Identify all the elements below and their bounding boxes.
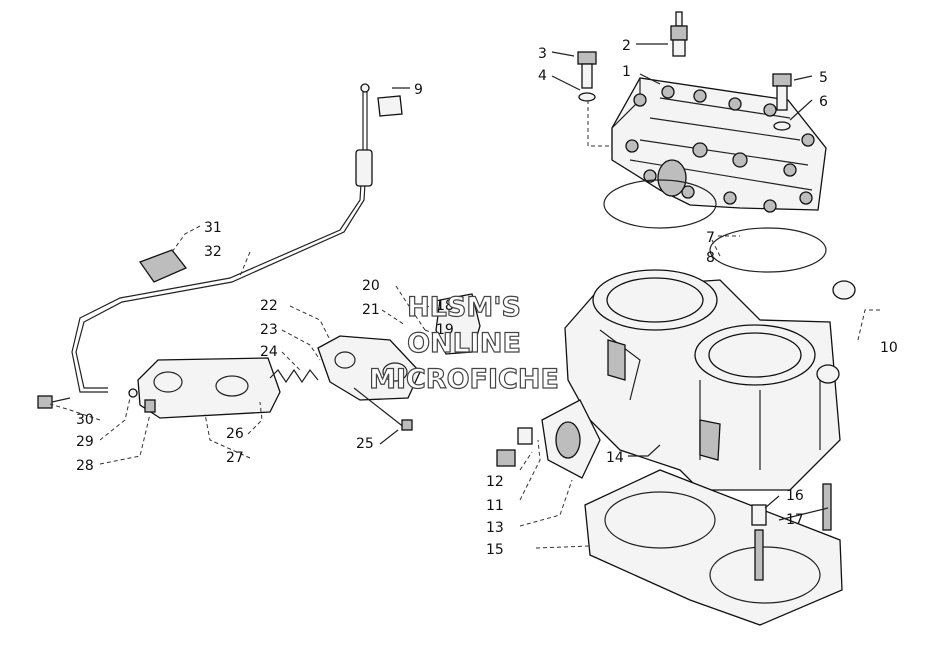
leader-lines (49, 43, 880, 549)
callout-19: 19 (436, 322, 454, 338)
callout-17: 17 (786, 512, 804, 528)
stud (822, 483, 832, 531)
cable-clip (377, 95, 403, 117)
base-gasket (584, 469, 843, 626)
callout-24: 24 (260, 344, 278, 360)
nut (816, 280, 856, 384)
callout-32: 32 (204, 244, 222, 260)
long-bolt (353, 387, 413, 431)
callout-18: 18 (436, 298, 454, 314)
watermark: HLSM'S ONLINE MICROFICHE (368, 291, 559, 395)
callout-10: 10 (880, 340, 898, 356)
bleed-fitting (496, 427, 533, 467)
callout-1: 1 (622, 64, 631, 80)
dowel-pin (751, 504, 767, 581)
callout-11: 11 (486, 498, 504, 514)
callout-4: 4 (538, 68, 547, 84)
watermark-line-2: ONLINE (407, 328, 521, 359)
callout-labels: 1 2 3 4 5 6 7 8 9 10 11 12 13 14 15 16 1… (76, 38, 898, 558)
cable-housing-block (138, 249, 188, 283)
exhaust-gasket (541, 399, 601, 479)
cylinder-head (611, 77, 827, 213)
callout-30: 30 (76, 412, 94, 428)
callout-5: 5 (819, 70, 828, 86)
head-bolt-left (577, 51, 597, 102)
callout-26: 26 (226, 426, 244, 442)
valve-guillotine (435, 293, 481, 355)
watermark-line-1: HLSM'S (407, 292, 521, 323)
callout-20: 20 (362, 278, 380, 294)
callout-15: 15 (486, 542, 504, 558)
callout-22: 22 (260, 298, 278, 314)
callout-25: 25 (356, 436, 374, 452)
callout-3: 3 (538, 46, 547, 62)
callout-14: 14 (606, 450, 624, 466)
callout-21: 21 (362, 302, 380, 318)
watermark-line-3: MICROFICHE (369, 364, 559, 395)
spark-plug (670, 11, 688, 57)
callout-12: 12 (486, 474, 504, 490)
callout-23: 23 (260, 322, 278, 338)
callout-9: 9 (414, 82, 423, 98)
callout-13: 13 (486, 520, 504, 536)
valve-spring (269, 368, 319, 384)
callout-8: 8 (706, 250, 715, 266)
callout-31: 31 (204, 220, 222, 236)
callout-28: 28 (76, 458, 94, 474)
cylinder (564, 269, 841, 491)
callout-7: 7 (706, 230, 715, 246)
callout-16: 16 (786, 488, 804, 504)
valve-cover (137, 357, 281, 419)
cover-bolts (37, 388, 156, 413)
callout-6: 6 (819, 94, 828, 110)
valve-body (317, 335, 421, 401)
callout-2: 2 (622, 38, 631, 54)
head-bolt-right (772, 73, 792, 131)
valve-cable (71, 83, 373, 393)
callout-27: 27 (226, 450, 244, 466)
callout-29: 29 (76, 434, 94, 450)
head-o-rings (603, 179, 827, 273)
